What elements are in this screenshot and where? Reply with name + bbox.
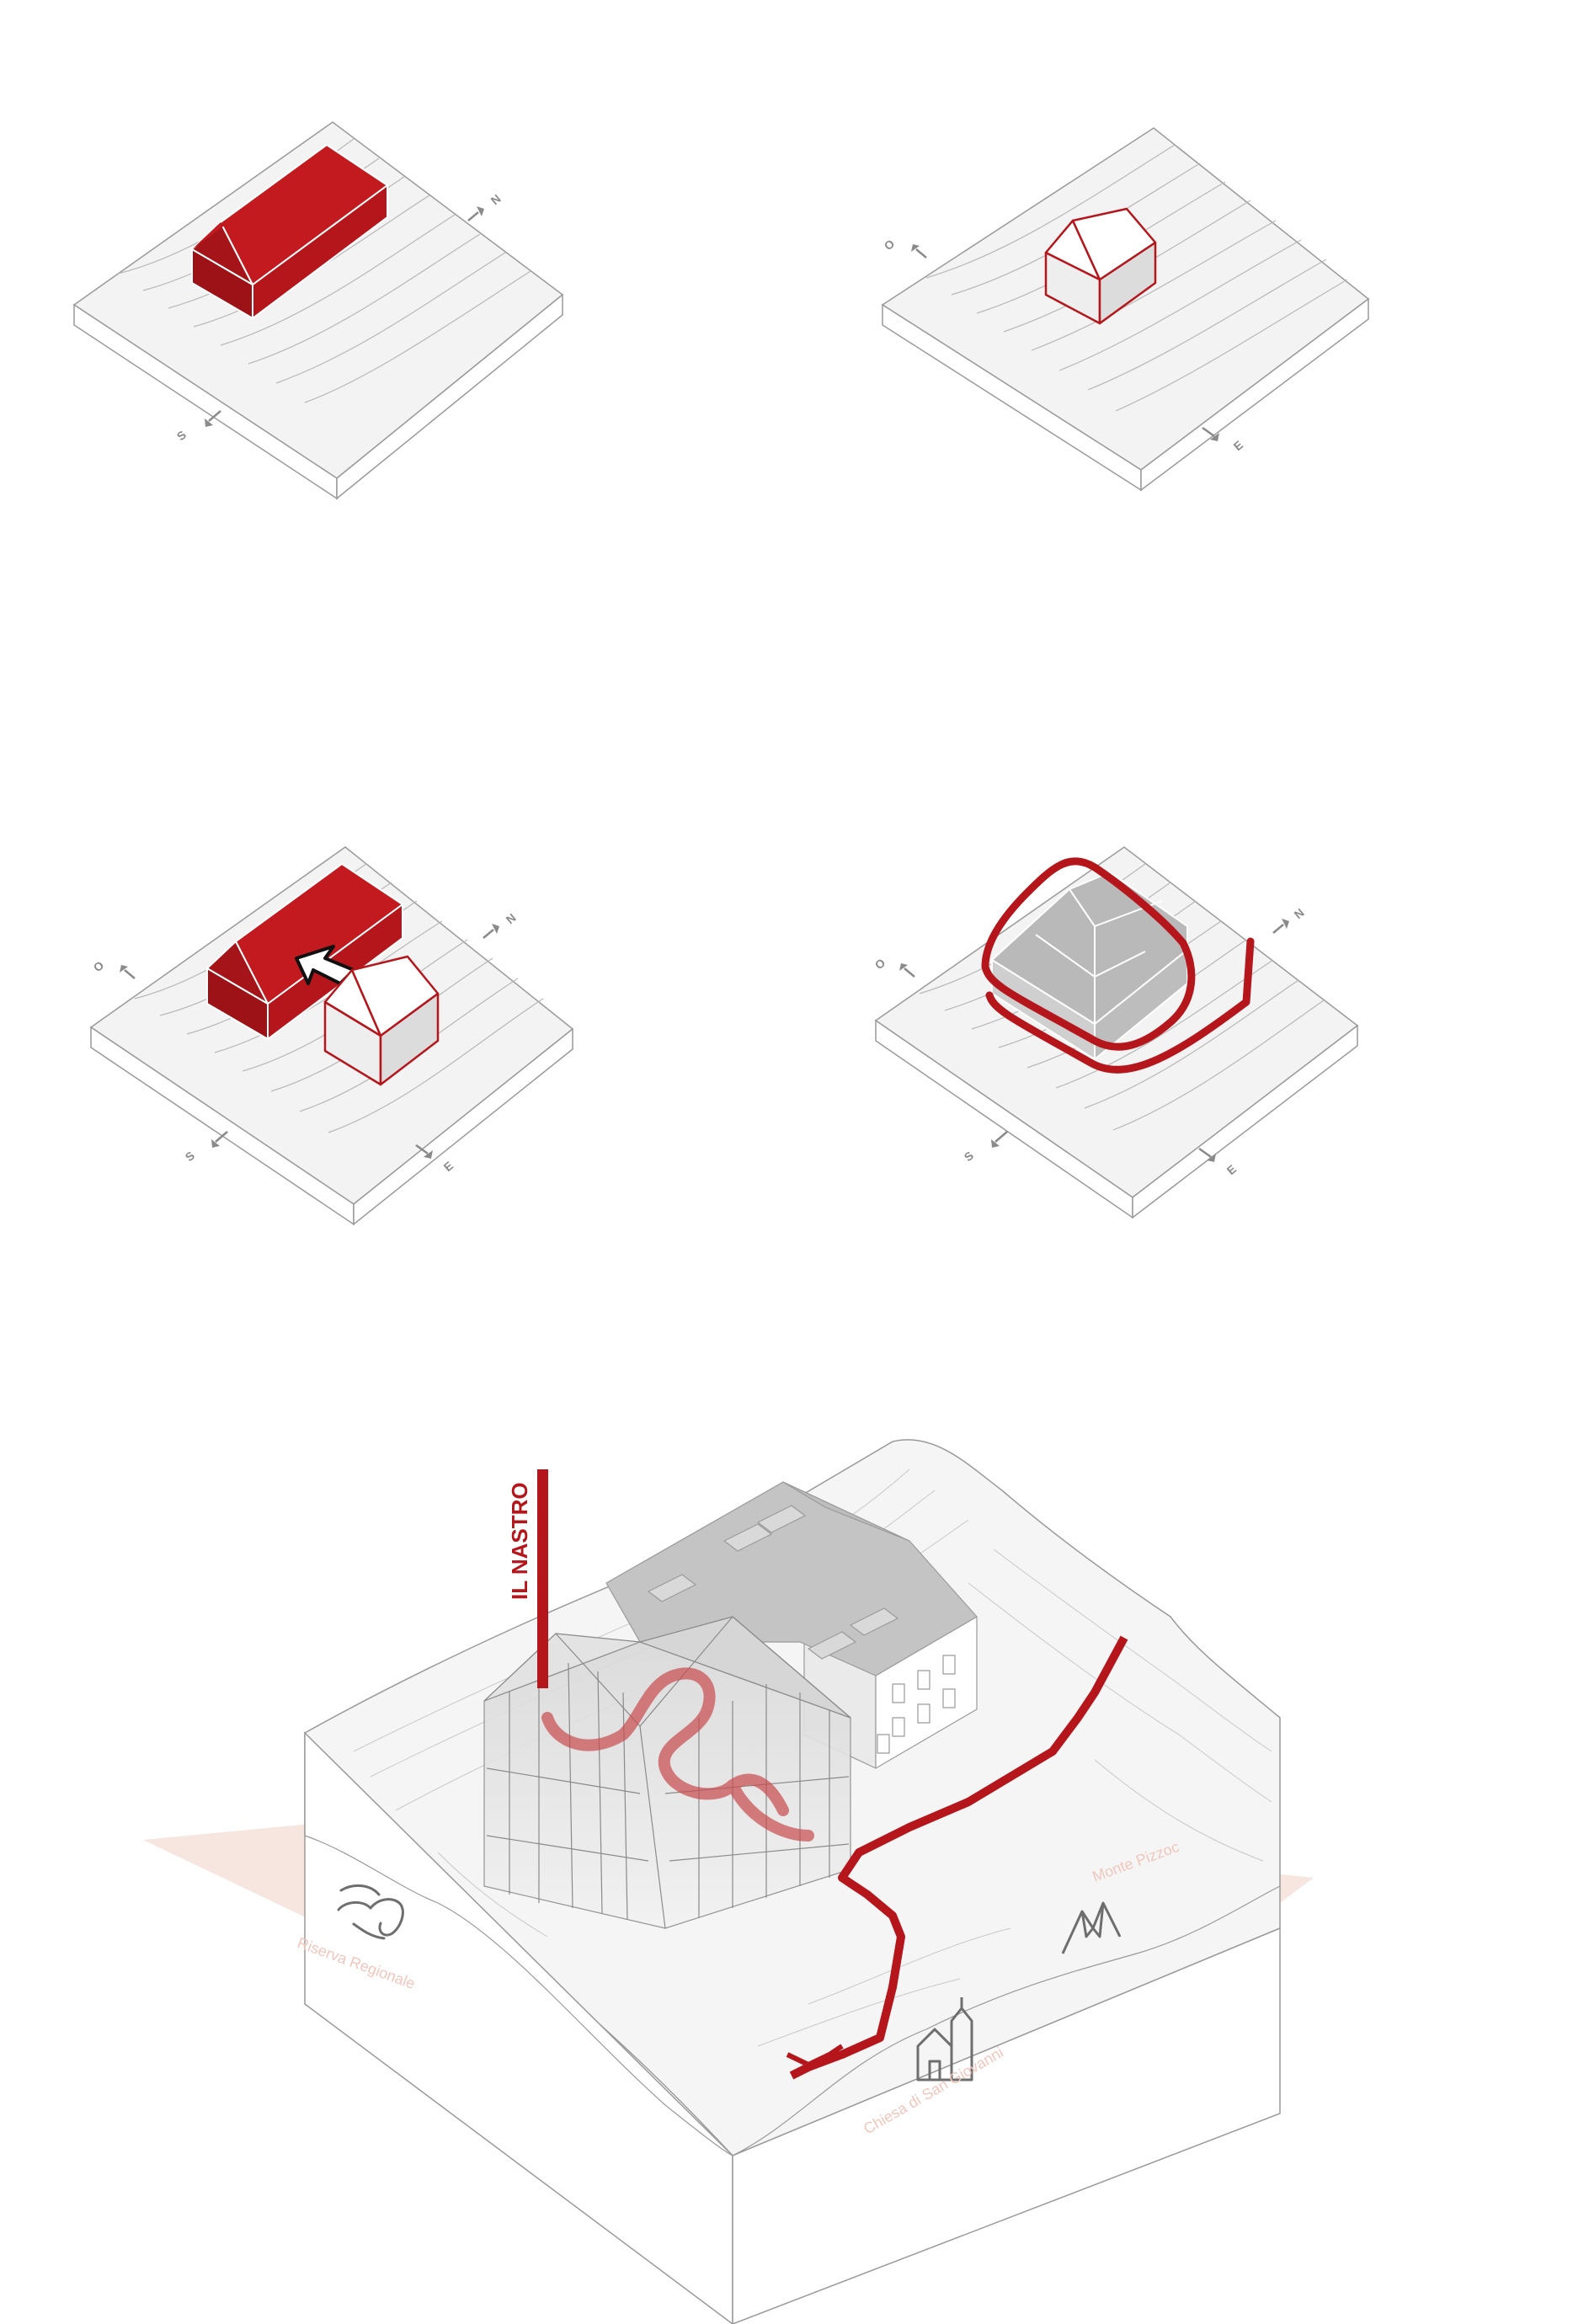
arrow-label: N <box>504 911 519 927</box>
north-arrow: N <box>1272 906 1307 934</box>
south-arrow: S <box>174 410 221 443</box>
church-icon <box>916 1997 973 2081</box>
arrow-label: E <box>441 1159 456 1174</box>
arrow-label: S <box>183 1149 197 1164</box>
arrow-label: O <box>872 956 888 972</box>
arrow-label: E <box>1224 1162 1239 1177</box>
north-arrow: N <box>483 911 519 939</box>
white-house-volume <box>323 955 440 1086</box>
panel-middle-left: N O S E <box>89 846 574 1226</box>
panel-top-left: N S <box>72 121 564 500</box>
arrow-label: O <box>91 958 107 974</box>
west-arrow: O <box>872 956 915 978</box>
external-ribbon-path <box>786 1635 1128 2080</box>
red-barn-volume <box>191 144 388 319</box>
south-arrow: S <box>962 1131 1008 1164</box>
arrow-label: S <box>962 1149 976 1164</box>
south-arrow: S <box>183 1131 228 1164</box>
glass-hall <box>483 1616 851 1929</box>
white-house-volume <box>1044 207 1157 325</box>
main-axonometric: IL NASTRO Riserva Regionale Chiesa d <box>143 1439 1314 2324</box>
arrow-label: S <box>174 428 189 443</box>
arrow-label: E <box>1231 438 1245 453</box>
internal-ribbon <box>541 1667 814 1842</box>
arrow-label: O <box>882 237 898 253</box>
red-ribbon <box>981 857 1255 1074</box>
west-arrow: O <box>882 237 927 259</box>
il-nastro-ribbon: IL NASTRO <box>507 1469 548 1688</box>
eagle-icon <box>337 1884 404 1940</box>
panel-middle-right: N O S E <box>872 846 1359 1219</box>
ribbon-label: IL NASTRO <box>507 1482 532 1600</box>
east-arrow: E <box>1202 426 1245 453</box>
terrain-slab <box>72 121 564 500</box>
mountain-icon <box>1061 1901 1122 1954</box>
terrain-slab <box>881 127 1370 492</box>
west-arrow: O <box>91 958 136 979</box>
north-arrow: N <box>467 192 504 221</box>
panel-top-right: O E <box>881 127 1370 492</box>
arrow-label: N <box>488 192 504 208</box>
arrow-label: N <box>1292 906 1307 922</box>
